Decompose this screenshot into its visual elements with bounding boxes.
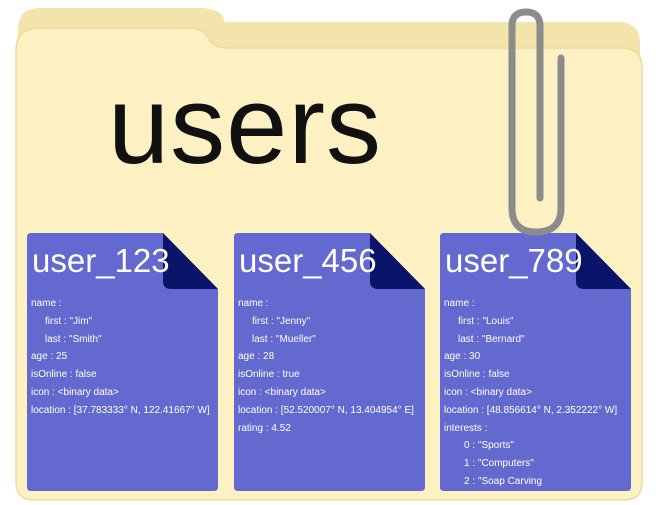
field-interest-1: 1 : "Computers": [464, 458, 534, 470]
field-first: first : "Jenny": [252, 315, 311, 327]
folder-title: users: [108, 64, 382, 187]
field-name: name :: [31, 298, 62, 309]
field-icon: icon : <binary data>: [238, 386, 326, 398]
field-age: age : 28: [238, 351, 275, 363]
field-is-online: isOnline : true: [238, 369, 300, 381]
document-user-789[interactable]: user_789 name : first : "Louis" last : "…: [440, 233, 631, 491]
field-is-online: isOnline : false: [444, 369, 510, 381]
folded-corner: [576, 233, 631, 289]
field-interest-0: 0 : "Sports": [464, 440, 514, 452]
document-title: user_456: [239, 242, 377, 279]
field-list: name : first : "Jim" last : "Smith" age …: [31, 295, 214, 420]
document-user-123[interactable]: user_123 name : first : "Jim" last : "Sm…: [27, 233, 218, 491]
folded-corner: [370, 233, 425, 289]
field-name: name :: [238, 298, 269, 309]
field-location: location : [37.783333° N, 122.41667° W]: [31, 404, 210, 416]
field-first: first : "Louis": [458, 315, 514, 327]
field-interests: interests :: [444, 422, 488, 434]
folded-corner: [163, 233, 218, 289]
field-last: last : "Smith": [45, 333, 102, 345]
field-location: location : [52.520007° N, 13.404954° E]: [238, 404, 414, 416]
field-interest-2: 2 : "Soap Carving: [464, 475, 543, 487]
field-rating: rating : 4.52: [238, 422, 291, 434]
field-is-online: isOnline : false: [31, 369, 97, 381]
field-list: name : first : "Jenny" last : "Mueller" …: [238, 295, 421, 437]
field-age: age : 25: [31, 351, 68, 363]
document-user-456[interactable]: user_456 name : first : "Jenny" last : "…: [234, 233, 425, 491]
document-shape: [27, 233, 218, 491]
field-last: last : "Mueller": [252, 333, 316, 345]
field-icon: icon : <binary data>: [444, 386, 532, 398]
field-name: name :: [444, 298, 475, 309]
field-icon: icon : <binary data>: [31, 386, 119, 398]
field-first: first : "Jim": [45, 315, 93, 327]
field-location: location : [48.856614° N, 2.352222° W]: [444, 404, 618, 416]
document-title: user_123: [32, 242, 170, 279]
field-last: last : "Bernard": [458, 333, 525, 345]
document-shape: [234, 233, 425, 491]
field-age: age : 30: [444, 351, 481, 363]
document-shape: [440, 233, 631, 491]
document-title: user_789: [445, 242, 583, 279]
field-list: name : first : "Louis" last : "Bernard" …: [444, 295, 627, 491]
